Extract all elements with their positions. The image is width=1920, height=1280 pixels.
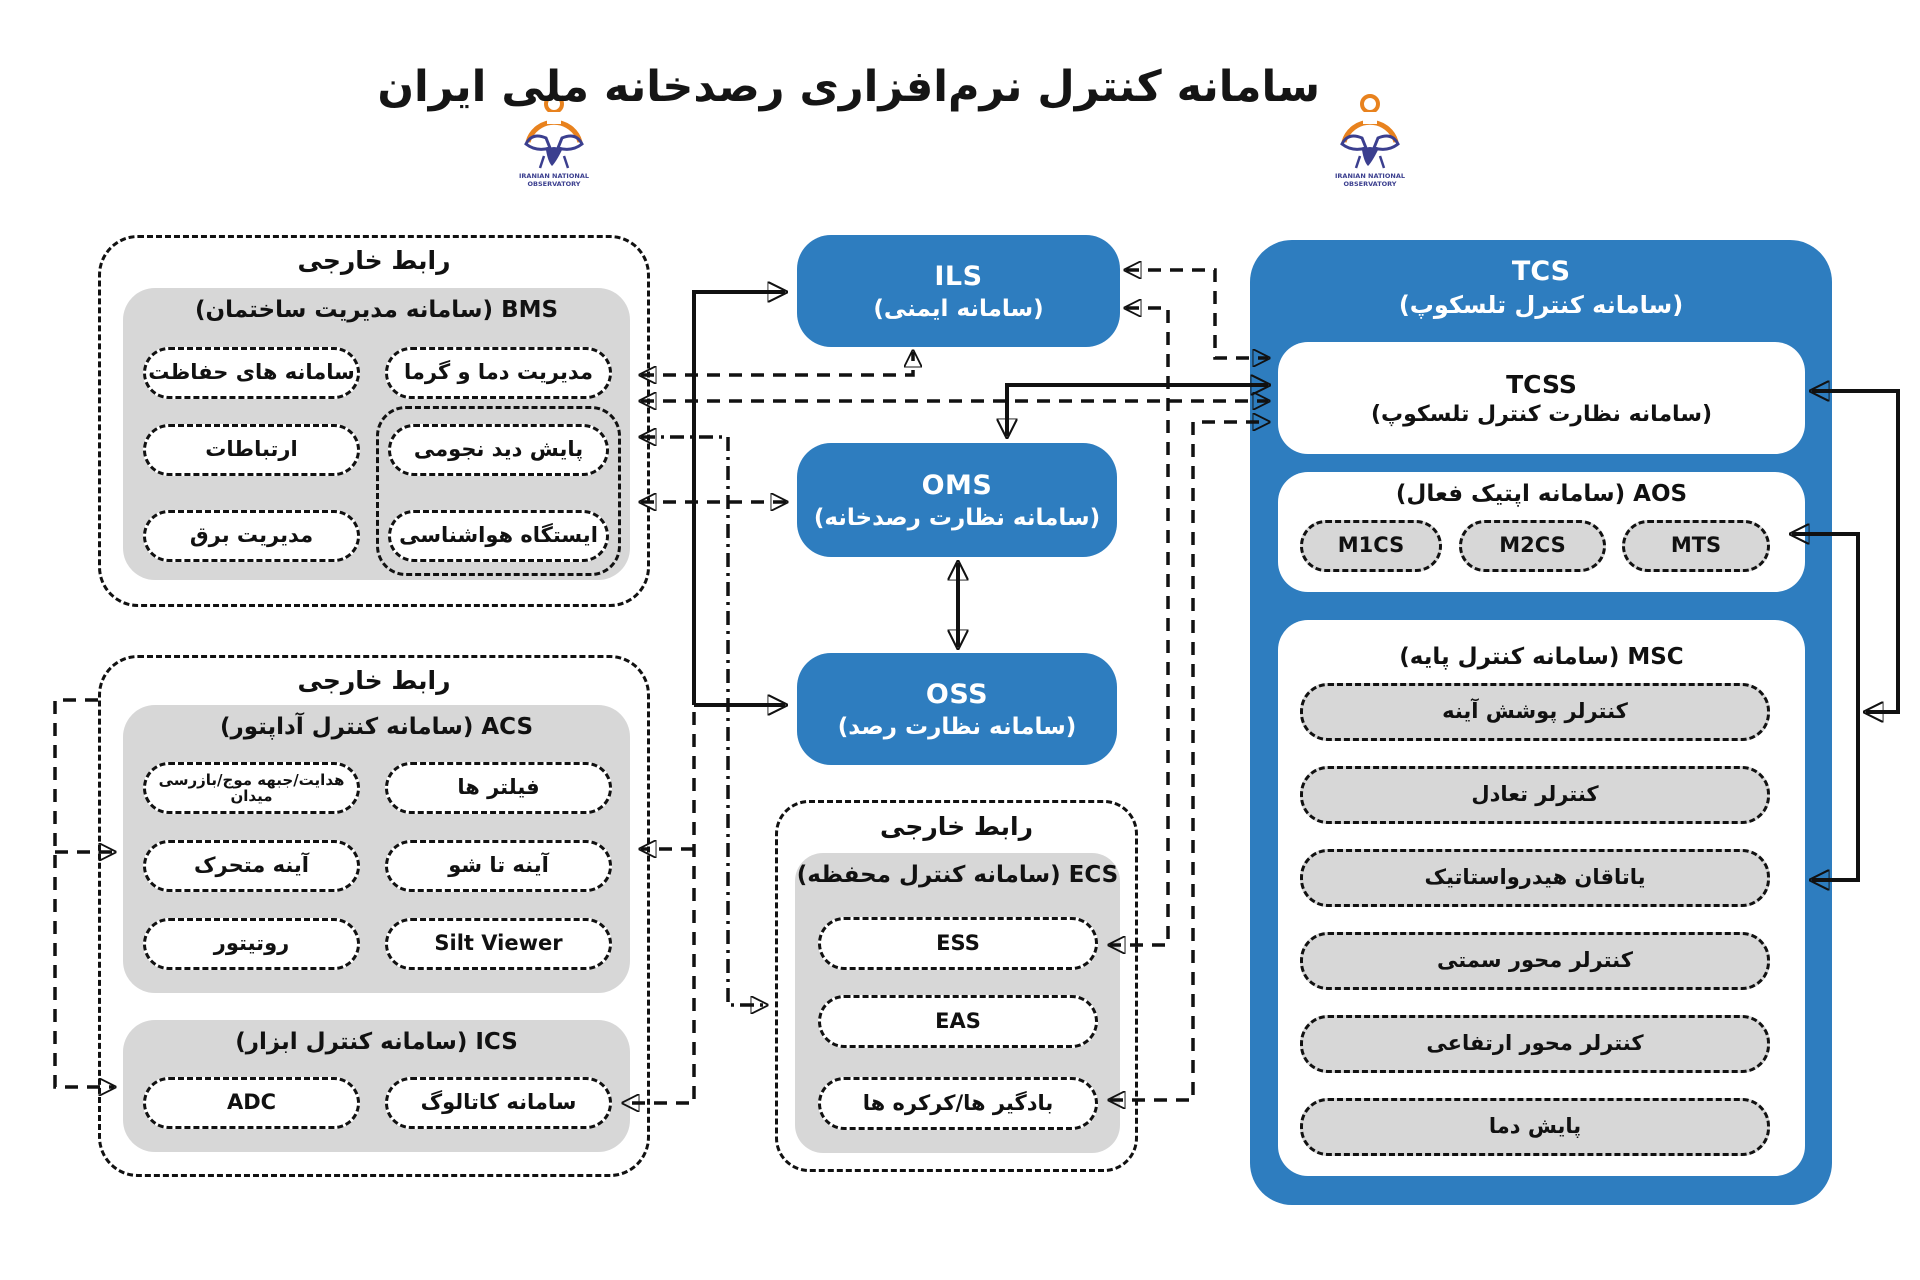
- pill-silt-viewer: Silt Viewer: [385, 918, 612, 970]
- pill-communications: ارتباطات: [143, 424, 360, 476]
- pill-adc: ADC: [143, 1077, 360, 1129]
- pill-windscreens-louvers: بادگیر ها/کرکره ها: [818, 1077, 1098, 1130]
- tcss-box: TCSS (سامانه نظارت کنترل تلسکوپ): [1278, 342, 1805, 454]
- link-oms-tcss: [1007, 385, 1268, 436]
- oss-name: (سامانه نظارت رصد): [837, 713, 1077, 740]
- page-header: IRANIAN NATIONAL OBSERVATORY سامانه کنتر…: [0, 40, 1920, 188]
- oms-name: (سامانه نظارت رصدخانه): [813, 504, 1101, 531]
- oms-abbr: OMS: [921, 469, 993, 501]
- link-bms-ils: [641, 352, 913, 375]
- svg-text:OBSERVATORY: OBSERVATORY: [1343, 180, 1396, 188]
- acs-title: ACS (سامانه کنترل آداپتور): [219, 714, 534, 740]
- svg-text:OBSERVATORY: OBSERVATORY: [527, 180, 580, 188]
- oms-box: OMS (سامانه نظارت رصدخانه): [797, 443, 1117, 557]
- pill-altitude-axis-controller: کنترلر محور ارتفاعی: [1300, 1015, 1770, 1073]
- tcs-abbr: TCS: [1511, 256, 1571, 287]
- pill-folding-mirror: آینه تا شو: [385, 840, 612, 892]
- aos-title: AOS (سامانه اپتیک فعال): [1395, 481, 1688, 507]
- seeing-weather-subgroup: [376, 406, 621, 576]
- oss-abbr: OSS: [925, 678, 989, 710]
- pill-mts: MTS: [1622, 520, 1770, 572]
- ics-title: ICS (سامانه کنترل ابزار): [235, 1029, 518, 1055]
- ils-abbr: ILS: [934, 260, 983, 292]
- pill-eas: EAS: [818, 995, 1098, 1048]
- svg-text:IRANIAN NATIONAL: IRANIAN NATIONAL: [1335, 172, 1405, 180]
- tcs-header: TCS (سامانه کنترل تلسکوپ): [1250, 256, 1832, 319]
- pill-catalog-system: سامانه کاتالوگ: [385, 1077, 612, 1129]
- pill-astronomical-seeing: پایش دید نجومی: [388, 424, 609, 476]
- pill-filters: فیلتر ها: [385, 762, 612, 814]
- observatory-logo-right: IRANIAN NATIONAL OBSERVATORY: [1335, 94, 1405, 188]
- pill-m2cs: M2CS: [1459, 520, 1606, 572]
- oss-box: OSS (سامانه نظارت رصد): [797, 653, 1117, 765]
- page-title: سامانه کنترل نرم‌افزاری رصدخانه ملی ایرا…: [377, 62, 1320, 112]
- ecs-title: ECS (سامانه کنترل محفظه): [796, 862, 1119, 888]
- pill-weather-station: ایستگاه هواشناسی: [388, 510, 609, 562]
- pill-ess: ESS: [818, 917, 1098, 970]
- logo-caption: IRANIAN NATIONAL: [519, 172, 589, 180]
- ils-box: ILS (سامانه ایمنی): [797, 235, 1120, 347]
- link-seeing-eas: [641, 437, 766, 1005]
- pill-guiding-wavefront: هدایت/جبهه موج/بازرسی میدان: [143, 762, 360, 814]
- tcss-abbr: TCSS: [1506, 369, 1577, 399]
- msc-title: MSC (سامانه کنترل پایه): [1399, 644, 1684, 670]
- observatory-logo-left: IRANIAN NATIONAL OBSERVATORY: [519, 94, 589, 188]
- pill-balance-controller: کنترلر تعادل: [1300, 766, 1770, 824]
- pill-temperature-heat: مدیریت دما و گرما: [385, 347, 612, 399]
- pill-temperature-monitoring: پایش دما: [1300, 1098, 1770, 1156]
- link-to-ils: [692, 292, 785, 705]
- pill-power-management: مدیریت برق: [143, 510, 360, 562]
- pill-movable-mirror: آینه متحرک: [143, 840, 360, 892]
- ils-name: (سامانه ایمنی): [873, 295, 1044, 322]
- bms-external-label: رابط خارجی: [297, 246, 451, 275]
- bms-title: BMS (سامانه مدیریت ساختمان): [194, 297, 559, 323]
- pill-rotator: روتیتور: [143, 918, 360, 970]
- pill-protection-systems: سامانه های حفاظت: [143, 347, 360, 399]
- pill-azimuth-axis-controller: کنترلر محور سمتی: [1300, 932, 1770, 990]
- link-ils-tcss: [1126, 270, 1268, 358]
- tcss-name: (سامانه نظارت کنترل تلسکوپ): [1370, 401, 1713, 427]
- acs-external-label: رابط خارجی: [297, 666, 451, 695]
- pill-hydrostatic-bearing: یاتاقان هیدرواستاتیک: [1300, 849, 1770, 907]
- ecs-external-label: رابط خارجی: [880, 812, 1033, 841]
- pill-m1cs: M1CS: [1300, 520, 1442, 572]
- pill-mirror-cover-controller: کنترلر پوشش آینه: [1300, 683, 1770, 741]
- tcs-name: (سامانه کنترل تلسکوپ): [1398, 291, 1684, 319]
